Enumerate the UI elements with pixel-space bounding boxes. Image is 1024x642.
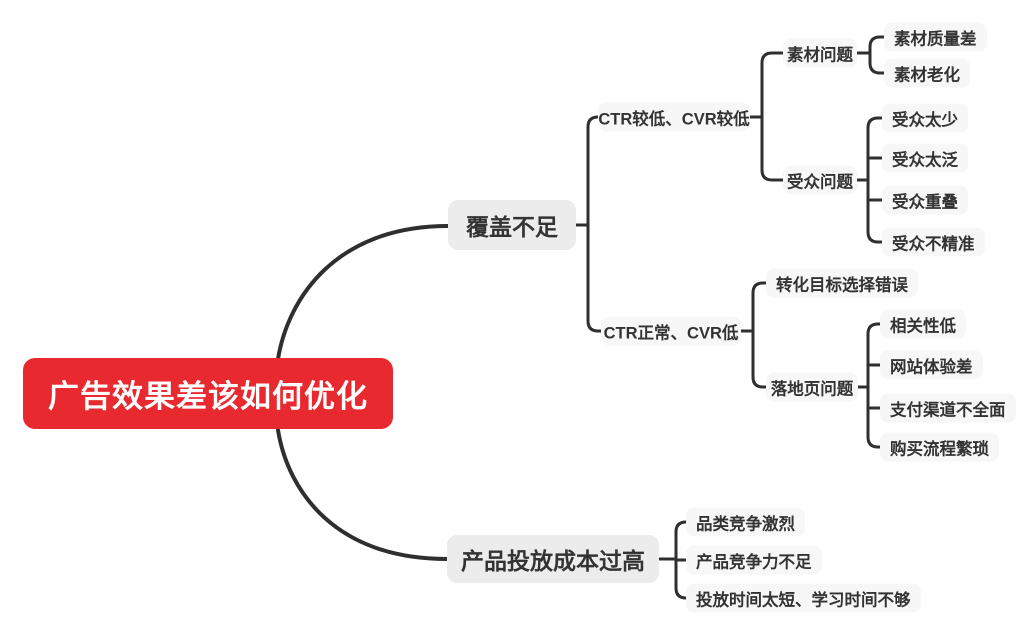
- leaf-fierce-category-competition: 品类竞争激烈: [686, 507, 805, 537]
- node-ctr-normal-cvr-low: CTR正常、CVR低: [601, 316, 741, 346]
- node-wrong-conversion-goal: 转化目标选择错误: [766, 268, 918, 298]
- leaf-weak-product-competitiveness: 产品竞争力不足: [686, 545, 822, 575]
- leaf-material-quality-poor: 素材质量差: [884, 22, 987, 52]
- connector-ctrnormal-conversion: [739, 281, 769, 333]
- connector-coverage-ctrnormal: [586, 223, 603, 333]
- node-coverage: 覆盖不足: [448, 200, 576, 250]
- connector-root-coverage: [276, 224, 450, 361]
- node-landing-page-problem: 落地页问题: [766, 372, 858, 402]
- leaf-audience-too-small: 受众太少: [882, 103, 968, 133]
- connector-root-cost: [276, 428, 449, 561]
- node-product-cost-too-high: 产品投放成本过高: [447, 535, 659, 583]
- connector-cost-1: [657, 520, 690, 561]
- leaf-incomplete-payment-channels: 支付渠道不全面: [880, 393, 1016, 423]
- connector-ctrlow-audience: [760, 115, 785, 182]
- connector-audience-4: [866, 178, 885, 244]
- connector-material-quality: [855, 35, 887, 55]
- node-ctr-low-cvr-low: CTR较低、CVR较低: [598, 102, 750, 132]
- connector-material-aging: [868, 51, 887, 75]
- leaf-poor-site-experience: 网站体验差: [880, 350, 983, 380]
- leaf-audience-not-precise: 受众不精准: [882, 227, 985, 257]
- leaf-delivery-time-too-short: 投放时间太短、学习时间不够: [686, 583, 921, 613]
- node-audience-problem: 受众问题: [783, 165, 857, 195]
- leaf-audience-too-broad: 受众太泛: [882, 143, 968, 173]
- leaf-material-aging: 素材老化: [884, 58, 970, 88]
- connector-ctrnormal-landing: [751, 329, 769, 389]
- connector-audience-1: [855, 116, 885, 182]
- leaf-low-relevance: 相关性低: [880, 309, 966, 339]
- connector-coverage-ctrlow: [574, 115, 602, 227]
- connector-ctrlow-material: [748, 51, 785, 119]
- root-node: 广告效果差该如何优化: [23, 358, 393, 429]
- leaf-cumbersome-purchase-flow: 购买流程繁琐: [880, 432, 999, 462]
- connector-landing-4: [866, 385, 883, 449]
- node-material-problem: 素材问题: [783, 38, 857, 68]
- connector-landing-1: [856, 322, 883, 389]
- leaf-audience-overlap: 受众重叠: [882, 185, 968, 215]
